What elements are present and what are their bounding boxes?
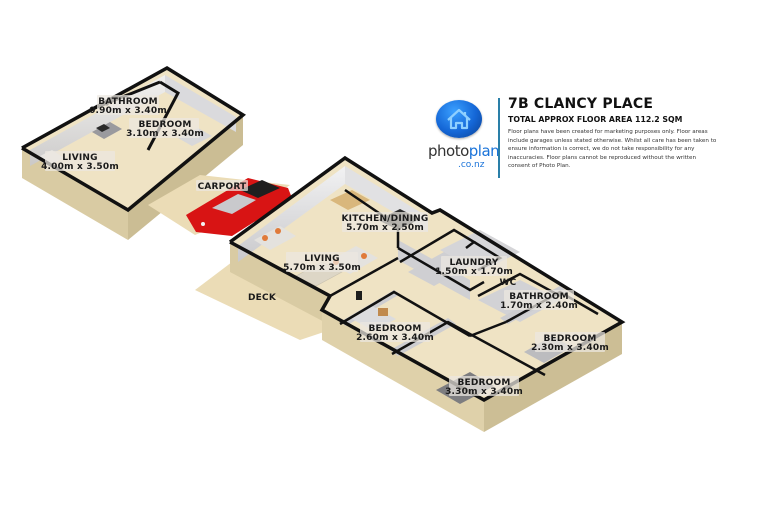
svg-text:1.50m x 1.70m: 1.50m x 1.70m: [435, 267, 513, 277]
svg-text:3.30m x 3.40m: 3.30m x 3.40m: [445, 387, 523, 397]
svg-text:BATHROOM: BATHROOM: [98, 97, 158, 107]
room-label-deck: DECK: [248, 293, 277, 303]
room-label-bedroom-3: BEDROOM 3.30m x 3.40m: [445, 376, 523, 397]
room-label-bedroom-2: BEDROOM 2.30m x 3.40m: [531, 332, 609, 353]
property-title: 7B CLANCY PLACE: [508, 96, 654, 112]
svg-text:5.70m x 2.50m: 5.70m x 2.50m: [346, 223, 424, 233]
room-label-carport: CARPORT: [196, 180, 248, 192]
room-label-laundry: LAUNDRY 1.50m x 1.70m: [435, 256, 513, 277]
logo-domain: .co.nz: [458, 160, 485, 170]
svg-text:4.00m x 3.50m: 4.00m x 3.50m: [41, 162, 119, 172]
svg-text:0.90m x 3.40m: 0.90m x 3.40m: [89, 106, 167, 116]
svg-text:LIVING: LIVING: [62, 153, 98, 163]
svg-text:LAUNDRY: LAUNDRY: [449, 258, 498, 268]
svg-text:BEDROOM: BEDROOM: [138, 120, 191, 130]
disclaimer-text: Floor plans have been created for market…: [508, 129, 717, 170]
room-label-wc: WC: [500, 278, 517, 288]
plan-header: photoplan .co.nz 7B CLANCY PLACE TOTAL A…: [428, 96, 748, 186]
logo-wordmark: photoplan: [428, 142, 500, 160]
svg-text:BATHROOM: BATHROOM: [509, 292, 569, 302]
svg-text:CARPORT: CARPORT: [198, 182, 247, 192]
floor-area: TOTAL APPROX FLOOR AREA 112.2 SQM: [508, 115, 683, 124]
svg-text:BEDROOM: BEDROOM: [457, 378, 510, 388]
svg-text:KITCHEN/DINING: KITCHEN/DINING: [342, 214, 429, 224]
svg-text:3.10m x 3.40m: 3.10m x 3.40m: [126, 129, 204, 139]
room-label-bathroom: BATHROOM 1.70m x 2.40m: [500, 290, 578, 311]
room-label-bedroom-1: BEDROOM 2.60m x 3.40m: [356, 322, 434, 343]
header-divider: [498, 98, 500, 178]
room-label-unit-bedroom: BEDROOM 3.10m x 3.40m: [126, 118, 204, 139]
room-label-unit-living: LIVING 4.00m x 3.50m: [41, 151, 119, 172]
photoplan-logo: photoplan .co.nz: [428, 96, 500, 176]
svg-text:2.60m x 3.40m: 2.60m x 3.40m: [356, 333, 434, 343]
svg-text:LIVING: LIVING: [304, 254, 340, 264]
svg-text:WC: WC: [500, 278, 517, 288]
room-label-unit-bathroom: BATHROOM 0.90m x 3.40m: [89, 95, 167, 116]
svg-text:5.70m x 3.50m: 5.70m x 3.50m: [283, 263, 361, 273]
house-icon: [436, 100, 482, 138]
room-label-kitchen-dining: KITCHEN/DINING 5.70m x 2.50m: [342, 212, 429, 233]
room-label-living: LIVING 5.70m x 3.50m: [283, 252, 361, 273]
svg-text:1.70m x 2.40m: 1.70m x 2.40m: [500, 301, 578, 311]
car-icon: [186, 178, 292, 236]
svg-text:BEDROOM: BEDROOM: [543, 334, 596, 344]
svg-text:DECK: DECK: [248, 293, 277, 303]
svg-text:BEDROOM: BEDROOM: [368, 324, 421, 334]
svg-text:2.30m x 3.40m: 2.30m x 3.40m: [531, 343, 609, 353]
sofa: [254, 226, 296, 250]
